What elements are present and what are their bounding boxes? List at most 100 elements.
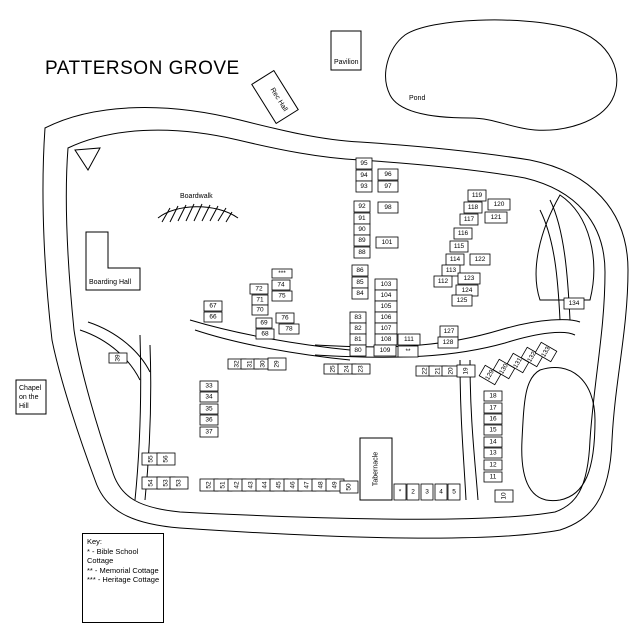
lot-number: 84 (356, 290, 364, 297)
lot-94: 56 (156, 452, 176, 466)
pond (385, 19, 618, 131)
lot-number: 78 (285, 326, 293, 333)
lot-box (483, 459, 503, 471)
lot-29: 74 (271, 279, 291, 291)
lot-number: 91 (358, 215, 366, 222)
lot-44: 25 (323, 363, 343, 375)
lot-32: 75 (271, 290, 293, 302)
lot-90: 3 (420, 483, 434, 501)
lot-number: 88 (358, 249, 366, 256)
lot-93: 55 (141, 452, 161, 466)
east-loop-upper (535, 194, 595, 301)
lot-60: 121 (484, 211, 508, 224)
lot-number: 120 (494, 201, 505, 208)
lot-55: 37 (199, 426, 219, 438)
lot-51: 33 (199, 380, 219, 392)
lot-box (377, 180, 399, 193)
lot-box (534, 341, 558, 363)
lot-14: 103 (374, 278, 398, 291)
lot-30: 72 (249, 283, 269, 295)
lot-43: 29 (267, 357, 287, 371)
interior-road-5 (459, 359, 479, 501)
lot-61: 117 (459, 213, 479, 226)
lot-number: 119 (472, 192, 483, 199)
chapel-on-the-hill (15, 379, 47, 415)
lot-85: 12 (483, 459, 503, 471)
lot-box (459, 213, 479, 226)
lot-52: 34 (199, 391, 219, 403)
lot-64: 122 (469, 253, 491, 266)
lot-box (447, 483, 461, 501)
lot-number: 17 (489, 405, 497, 412)
lot-number: 33 (205, 383, 213, 390)
lot-number: 45 (276, 481, 283, 489)
outer-road-outer (42, 107, 629, 539)
lot-box (377, 168, 399, 181)
lot-number: 36 (205, 417, 213, 424)
lot-68: 112 (433, 275, 453, 288)
lot-box (520, 346, 544, 368)
boarding-hall (85, 231, 141, 291)
lot-number: 115 (454, 243, 465, 250)
lot-box (457, 272, 481, 285)
lot-box (353, 246, 371, 259)
lot-box (203, 311, 223, 323)
lot-number: 34 (205, 394, 213, 401)
lot-box (271, 279, 291, 291)
lot-box (483, 471, 503, 483)
lot-number: 30 (260, 360, 267, 368)
lot-number: 125 (457, 297, 468, 304)
lot-79: 18 (483, 390, 503, 402)
lot-number: 31 (247, 360, 254, 368)
lot-box (393, 483, 407, 501)
lot-69: 124 (455, 284, 479, 297)
lot-number: 123 (464, 275, 475, 282)
lot-25: 80 (349, 344, 367, 357)
lot-number: 50 (346, 483, 353, 491)
lot-number: 20 (448, 367, 455, 375)
lot-1: 94 (355, 169, 373, 182)
lot-number: 53 (176, 479, 183, 487)
lot-box (373, 344, 397, 357)
lot-number: 44 (262, 481, 269, 489)
lot-number: 113 (446, 267, 457, 274)
lot-box (255, 328, 275, 340)
lot-number: 82 (354, 325, 362, 332)
lot-box (483, 402, 503, 414)
lot-box (433, 275, 453, 288)
lot-number: 37 (205, 429, 213, 436)
lot-number: 97 (384, 183, 392, 190)
lot-number: 83 (354, 314, 362, 321)
lot-0: 95 (355, 157, 373, 170)
chapel-label-2: on the (19, 394, 39, 401)
tabernacle-label: Tabernacle (373, 452, 380, 486)
lot-63: 115 (449, 240, 469, 253)
lot-84: 13 (483, 447, 503, 459)
lot-number: 94 (360, 172, 368, 179)
lot-box (563, 297, 585, 310)
lot-36: 68 (255, 328, 275, 340)
lot-number: 18 (489, 393, 497, 400)
lot-67: 123 (457, 272, 481, 285)
lot-box (453, 227, 473, 240)
lot-box (353, 234, 371, 247)
lot-box (451, 294, 473, 307)
lot-number: 101 (382, 239, 393, 246)
outer-road-inner (65, 129, 606, 520)
lot-box (355, 157, 373, 170)
lot-number: ** (405, 348, 411, 355)
lot-58: 120 (487, 198, 511, 211)
lot-number: 22 (422, 367, 429, 375)
lot-number: 54 (148, 479, 155, 487)
lot-26: 109 (373, 344, 397, 357)
lot-number: 131 (512, 356, 524, 369)
lot-72: 128 (437, 336, 459, 349)
road-triangle (74, 147, 101, 171)
lot-box (271, 290, 293, 302)
lot-98: 52 (199, 478, 219, 492)
lot-number: 95 (360, 160, 368, 167)
lot-number: 114 (450, 256, 461, 263)
lot-number: 13 (489, 450, 497, 457)
lot-77: 132 (520, 346, 544, 368)
lot-number: 103 (381, 281, 392, 288)
